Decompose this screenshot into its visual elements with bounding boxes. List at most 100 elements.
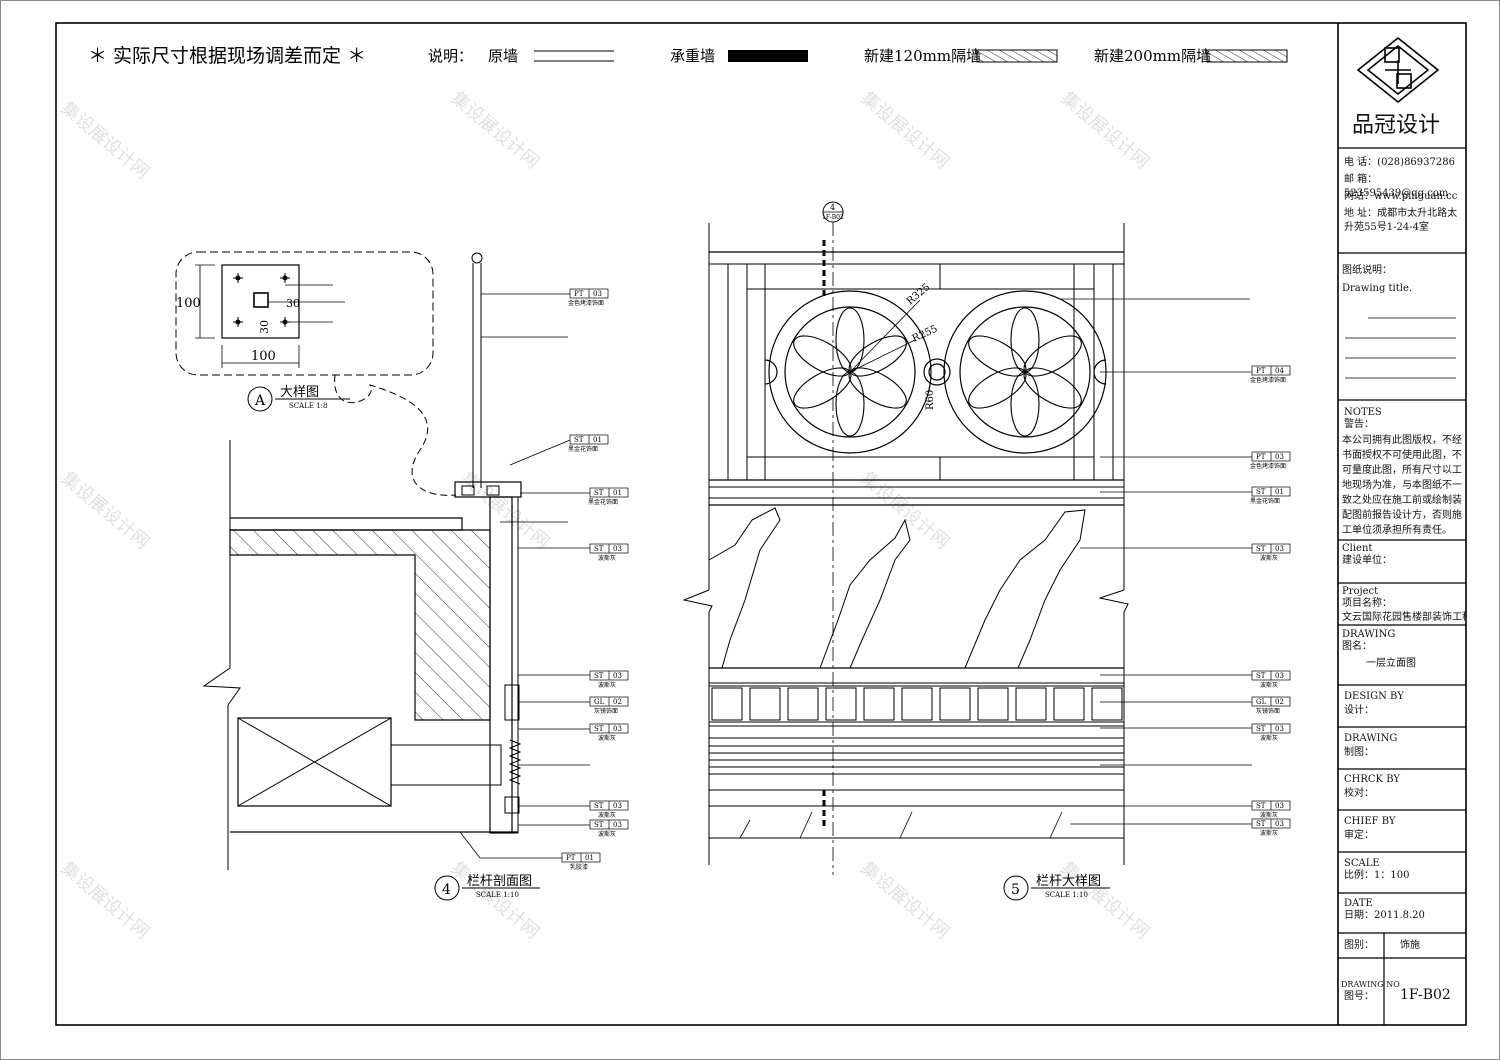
svg-text:GL: GL — [1256, 698, 1267, 706]
svg-text:集设展设计网: 集设展设计网 — [857, 88, 953, 174]
header-legend: ＊ 实际尺寸根据现场调差而定 ＊ 说明： 原墙 承重墙 新建120mm隔墙 新建… — [88, 45, 1288, 67]
chief-by-cn: 审定： — [1344, 830, 1374, 841]
detail-a-title: 大样图 — [280, 385, 319, 400]
svg-text:03: 03 — [613, 802, 622, 810]
svg-text:ST: ST — [1256, 545, 1266, 553]
svg-text:集设展设计网: 集设展设计网 — [57, 858, 153, 944]
svg-text:波斯灰: 波斯灰 — [1260, 681, 1278, 689]
svg-text:03: 03 — [1275, 802, 1284, 810]
date-value: 日期：2011.8.20 — [1344, 910, 1425, 921]
title-block-grid — [1338, 147, 1466, 1025]
company-name: 品冠设计 — [1352, 113, 1441, 138]
section-4-drawing: 4 栏杆剖面图 SCALE 1:10 — [202, 252, 590, 901]
svg-text:01: 01 — [593, 436, 602, 444]
drawing-name: 一层立面图 — [1366, 658, 1416, 669]
type-value: 饰施 — [1400, 940, 1420, 951]
svg-text:01: 01 — [1275, 488, 1284, 496]
client-en: Client — [1342, 543, 1373, 554]
detail-a: 100 100 30 30 A 大样图 SCALE 1:8 — [175, 251, 457, 496]
scale-value: 比例：1：100 — [1344, 870, 1410, 881]
notes-text: 本公司拥有此图版权，不经书面授权不可使用此图，不可量度此图，所有尺寸以工地现场为… — [1342, 435, 1462, 536]
wall120-swatch — [976, 49, 1058, 63]
project-en: Project — [1342, 586, 1379, 597]
company-address: 地 址：成都市太升北路太升苑55号1-24-4室 — [1344, 208, 1458, 233]
chief-by-en: CHIEF BY — [1344, 816, 1396, 827]
type-label: 图别： — [1344, 940, 1374, 951]
svg-text:集设展设计网: 集设展设计网 — [447, 88, 543, 174]
drawing-no-en: DRAWING NO — [1341, 980, 1400, 989]
company-email: 邮 箱：523595439@qq.com — [1344, 174, 1449, 199]
svg-text:集设展设计网: 集设展设计网 — [57, 98, 153, 184]
legend-200-wall: 新建200mm隔墙 — [1094, 47, 1211, 65]
svg-text:集设展设计网: 集设展设计网 — [1057, 88, 1153, 174]
svg-text:波斯灰: 波斯灰 — [598, 811, 616, 819]
drawn-by-en: DRAWING — [1344, 733, 1398, 744]
wall200-swatch — [1206, 49, 1288, 63]
detail-5-title: 栏杆大样图 — [1036, 874, 1101, 889]
svg-text:03: 03 — [613, 821, 622, 829]
svg-text:03: 03 — [613, 545, 622, 553]
svg-text:ST: ST — [594, 545, 604, 553]
svg-text:SCALE 1:8: SCALE 1:8 — [289, 402, 327, 410]
legend-120-wall: 新建120mm隔墙 — [864, 47, 981, 65]
design-by-cn: 设计： — [1344, 705, 1374, 716]
svg-text:GL: GL — [594, 698, 605, 706]
notes-en: NOTES — [1344, 407, 1382, 418]
svg-text:ST: ST — [1256, 672, 1266, 680]
svg-text:R325: R325 — [905, 282, 932, 308]
company-logo-icon — [1356, 36, 1440, 104]
svg-text:PT: PT — [574, 290, 584, 298]
drawing-no-value: 1F-B02 — [1400, 987, 1451, 1003]
svg-text:R60: R60 — [925, 390, 936, 410]
svg-text:波斯灰: 波斯灰 — [1260, 734, 1278, 742]
svg-text:波斯灰: 波斯灰 — [598, 681, 616, 689]
svg-text:04: 04 — [1275, 367, 1284, 375]
svg-text:30: 30 — [286, 297, 300, 310]
svg-text:金色烤漆饰面: 金色烤漆饰面 — [1250, 462, 1286, 470]
svg-text:SCALE 1:10: SCALE 1:10 — [1045, 891, 1088, 899]
svg-text:02: 02 — [1275, 698, 1284, 706]
svg-text:02: 02 — [613, 698, 622, 706]
drawing-title-en: Drawing title. — [1342, 283, 1413, 294]
svg-text:4: 4 — [830, 203, 835, 212]
detail-a-marker: A — [254, 393, 266, 409]
company-phone: 电 话：(028)86937286 — [1344, 157, 1455, 168]
legend-original-wall: 原墙 — [488, 47, 518, 65]
svg-text:集设展设计网: 集设展设计网 — [57, 468, 153, 554]
date-en: DATE — [1344, 898, 1373, 909]
svg-text:SCALE 1:10: SCALE 1:10 — [476, 891, 519, 899]
svg-text:03: 03 — [1275, 453, 1284, 461]
svg-text:03: 03 — [613, 672, 622, 680]
svg-text:黑金花饰面: 黑金花饰面 — [568, 445, 598, 453]
svg-text:ST: ST — [1256, 820, 1266, 828]
svg-text:ST: ST — [594, 821, 604, 829]
svg-text:03: 03 — [1275, 672, 1284, 680]
svg-text:金色烤漆饰面: 金色烤漆饰面 — [1250, 376, 1286, 384]
company-website: 网站：www.pinguan.cc — [1344, 191, 1458, 202]
drawn-by-cn: 制图： — [1344, 747, 1374, 758]
svg-text:ST: ST — [594, 672, 604, 680]
svg-text:100: 100 — [176, 296, 201, 311]
svg-text:波斯灰: 波斯灰 — [1260, 829, 1278, 837]
drawing-no-cn: 图号： — [1344, 991, 1374, 1002]
svg-text:30: 30 — [258, 320, 271, 334]
svg-text:集设展设计网: 集设展设计网 — [857, 858, 953, 944]
check-by-cn: 校对： — [1344, 788, 1374, 799]
load-wall-swatch — [728, 50, 808, 62]
svg-text:灰镜饰面: 灰镜饰面 — [594, 707, 618, 715]
svg-text:ST: ST — [594, 489, 604, 497]
drawing-name-en: DRAWING — [1342, 629, 1396, 640]
svg-text:03: 03 — [593, 290, 602, 298]
svg-text:波斯灰: 波斯灰 — [598, 734, 616, 742]
svg-text:ST: ST — [594, 802, 604, 810]
notes-cn: 警告： — [1344, 419, 1374, 430]
svg-text:PT: PT — [1256, 367, 1266, 375]
check-by-en: CHRCK BY — [1344, 774, 1400, 785]
svg-text:ST: ST — [1256, 488, 1266, 496]
legend-load-wall: 承重墙 — [670, 47, 715, 65]
svg-text:03: 03 — [613, 725, 622, 733]
project-name: 文云国际花园售楼部装饰工程 — [1342, 612, 1466, 623]
